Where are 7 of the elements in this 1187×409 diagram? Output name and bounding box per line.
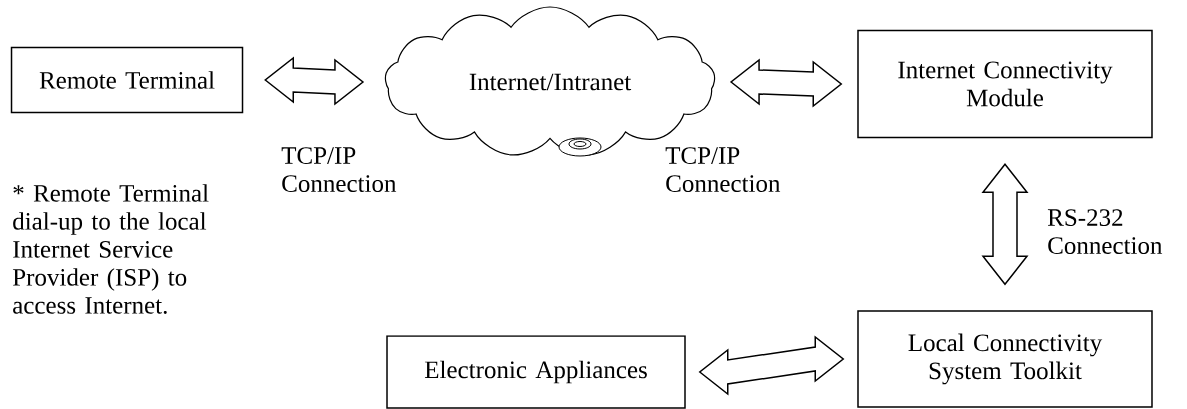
process-box: Electronic Appliances — [386, 335, 686, 409]
process-box: Internet Connectivity Module — [857, 29, 1153, 139]
edge-label: RS-232 Connection — [1047, 209, 1163, 254]
double-arrow — [981, 163, 1029, 286]
process-box: Local Connectivity System Toolkit — [857, 310, 1153, 408]
note-text: * Remote Terminal dial-up to the local Internet Service Provider (ISP) to access Internet. — [12, 184, 209, 314]
process-box: Remote Terminal — [10, 46, 244, 114]
